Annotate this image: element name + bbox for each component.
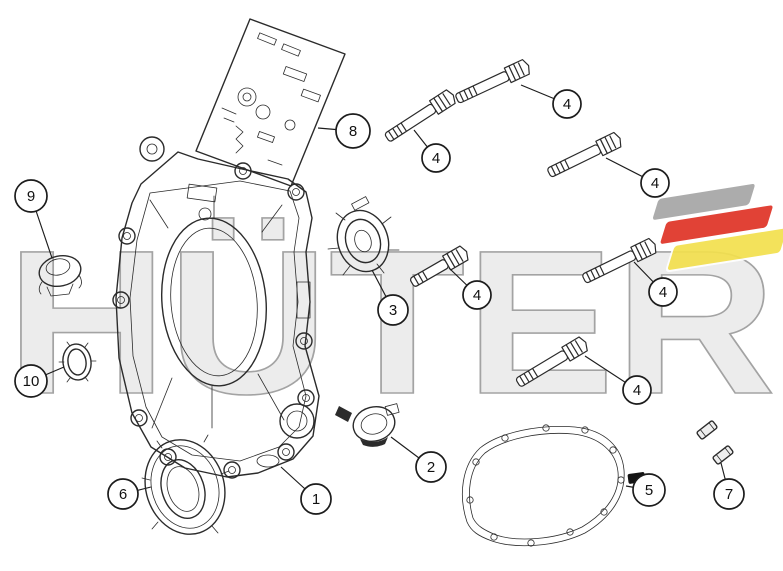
callout-circle-4 (648, 277, 678, 307)
callout-circle-7 (713, 478, 745, 510)
dowel-pins (696, 420, 734, 465)
callout-number-4: 4 (659, 284, 667, 301)
callout-number-4: 4 (563, 96, 571, 113)
callout-circle-3 (377, 294, 409, 326)
oil-sensor (335, 403, 400, 447)
callout-number-3: 3 (389, 302, 397, 319)
callout-number-5: 5 (645, 482, 653, 499)
crankcase-gasket (462, 424, 625, 547)
hardware-kit-plate (195, 18, 346, 187)
callout-circle-2 (415, 451, 447, 483)
callout-number-4: 4 (432, 150, 440, 167)
callout-circle-9 (14, 179, 48, 213)
callout-circle-4 (640, 168, 670, 198)
callout-number-9: 9 (27, 188, 35, 205)
flange-bolt (453, 57, 533, 107)
logo-layer-red (658, 203, 775, 246)
callout-number-4: 4 (633, 382, 641, 399)
callouts-layer: 9 10 6 1 2 3 8 5 7 4 4 4 4 4 4 (14, 84, 745, 515)
callout-circle-5 (632, 473, 666, 507)
callout-number-4: 4 (473, 287, 481, 304)
callout-number-4: 4 (651, 175, 659, 192)
callout-circle-1 (300, 483, 332, 515)
callout-number-2: 2 (427, 459, 435, 476)
callout-circle-6 (107, 478, 139, 510)
callout-circle-4 (462, 280, 492, 310)
callout-number-7: 7 (725, 486, 733, 503)
logo-layer-gray (650, 181, 757, 222)
callout-number-6: 6 (119, 486, 127, 503)
oil-seal (141, 434, 230, 535)
breather-cap (38, 254, 82, 297)
logo-layer-yellow (665, 226, 783, 273)
callout-circle-4 (421, 143, 451, 173)
callout-circle-4 (622, 375, 652, 405)
callout-circle-4 (552, 89, 582, 119)
flange-bolt (382, 87, 459, 146)
brand-logo (650, 181, 783, 273)
callout-circle-10 (14, 364, 48, 398)
callout-number-8: 8 (349, 123, 357, 140)
flange-bolt (544, 130, 625, 181)
o-ring (58, 341, 97, 383)
callout-number-10: 10 (23, 373, 40, 390)
callout-number-1: 1 (312, 491, 320, 508)
callout-circle-8 (335, 113, 371, 149)
